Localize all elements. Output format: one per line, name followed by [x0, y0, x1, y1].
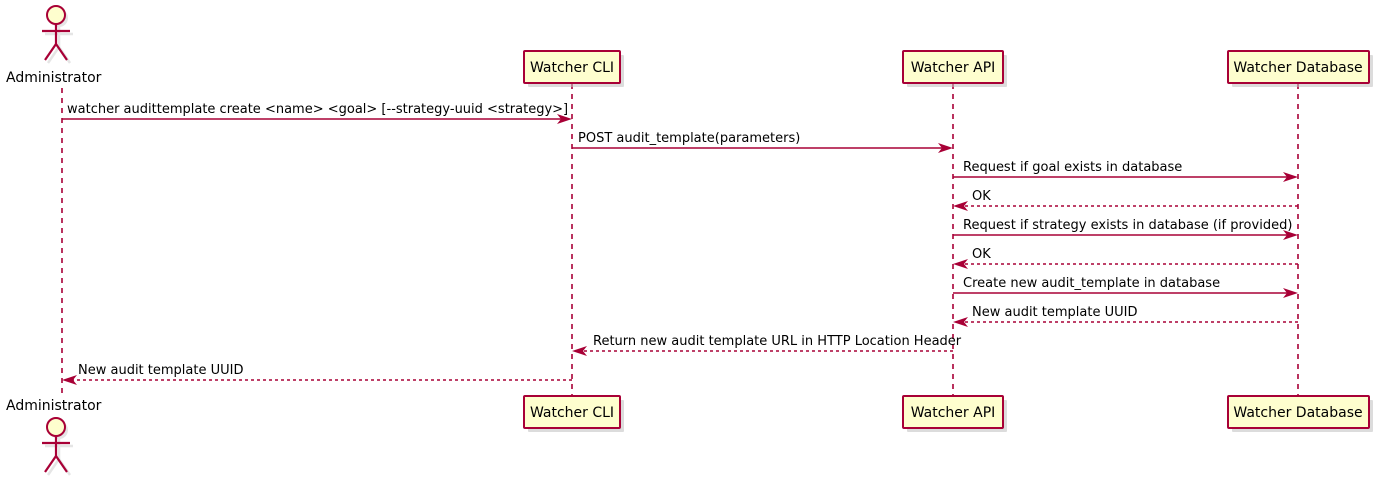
actor-leg-right — [55, 43, 68, 61]
message-10[interactable]: New audit template UUID — [62, 363, 572, 385]
message-arrow-head — [62, 375, 77, 385]
participant-box — [1227, 395, 1370, 429]
participant-box — [1227, 50, 1370, 84]
participant-label-watcher-cli: Watcher CLI — [530, 60, 614, 76]
actor-label-administrator-bottom: Administrator — [6, 398, 102, 414]
message-arrow-head — [953, 201, 968, 211]
message-label-5: Request if strategy exists in database (… — [963, 218, 1292, 233]
message-label-1: watcher audittemplate create <name> <goa… — [67, 102, 568, 117]
message-arrow-head — [557, 114, 572, 124]
message-label-7: Create new audit_template in database — [963, 276, 1220, 291]
participant-watcher-cli-bottom[interactable]: Watcher CLI — [523, 395, 624, 432]
participant-watcher-api-bottom[interactable]: Watcher API — [902, 395, 1007, 432]
message-label-3: Request if goal exists in database — [963, 160, 1182, 175]
message-arrow-head — [938, 143, 953, 153]
participant-watcher-database-bottom[interactable]: Watcher Database — [1227, 395, 1373, 432]
actor-administrator-bottom[interactable]: Administrator — [6, 398, 102, 476]
message-arrow-head — [953, 259, 968, 269]
message-4[interactable]: OK — [953, 189, 1298, 211]
actor-administrator-top[interactable]: Administrator — [6, 5, 102, 86]
participant-box — [902, 395, 1004, 429]
message-1[interactable]: watcher audittemplate create <name> <goa… — [62, 102, 572, 124]
actor-head-icon — [46, 417, 66, 437]
participant-label-watcher-cli: Watcher CLI — [530, 405, 614, 421]
message-arrow-head — [1283, 172, 1298, 182]
message-label-2: POST audit_template(parameters) — [578, 131, 800, 146]
message-9[interactable]: Return new audit template URL in HTTP Lo… — [572, 334, 962, 356]
message-label-6: OK — [972, 247, 991, 262]
message-arrow-head — [1283, 230, 1298, 240]
participant-watcher-cli-top[interactable]: Watcher CLI — [523, 50, 624, 87]
message-7[interactable]: Create new audit_template in database — [953, 276, 1298, 298]
message-label-10: New audit template UUID — [78, 363, 243, 378]
lifelines — [61, 84, 1299, 396]
message-arrow-head — [1283, 288, 1298, 298]
message-6[interactable]: OK — [953, 247, 1298, 269]
message-label-9: Return new audit template URL in HTTP Lo… — [593, 334, 962, 349]
participant-box — [523, 395, 621, 429]
participant-label-watcher-api: Watcher API — [911, 60, 996, 76]
message-label-4: OK — [972, 189, 991, 204]
actor-label-administrator-top: Administrator — [6, 70, 102, 86]
participant-box — [523, 50, 621, 84]
message-label-8: New audit template UUID — [972, 305, 1137, 320]
participant-label-watcher-api: Watcher API — [911, 405, 996, 421]
message-arrow-head — [953, 317, 968, 327]
actor-leg-left — [44, 43, 57, 61]
participant-box — [902, 50, 1004, 84]
message-arrow-head — [572, 346, 587, 356]
participant-watcher-database-top[interactable]: Watcher Database — [1227, 50, 1373, 87]
participant-watcher-api-top[interactable]: Watcher API — [902, 50, 1007, 87]
message-5[interactable]: Request if strategy exists in database (… — [953, 218, 1298, 240]
message-2[interactable]: POST audit_template(parameters) — [572, 131, 953, 153]
actor-leg-left — [44, 455, 57, 473]
actor-head-icon — [46, 5, 66, 25]
actor-leg-right — [55, 455, 68, 473]
message-8[interactable]: New audit template UUID — [953, 305, 1298, 327]
participant-label-watcher-database: Watcher Database — [1233, 60, 1362, 76]
participant-label-watcher-database: Watcher Database — [1233, 405, 1362, 421]
message-3[interactable]: Request if goal exists in database — [953, 160, 1298, 182]
